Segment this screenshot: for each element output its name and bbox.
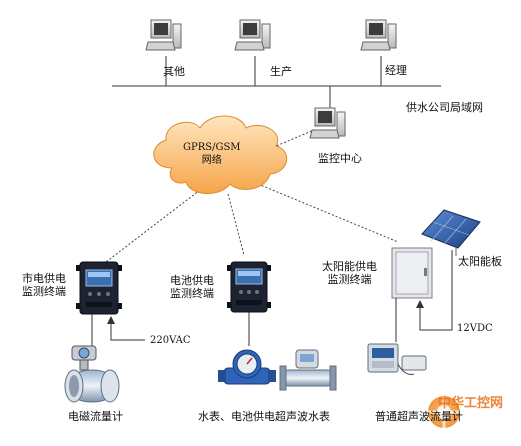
computer-icon-other [145, 19, 182, 51]
cloud-label-line1: GPRS/GSM [183, 142, 241, 153]
mains-power-arrow [107, 316, 115, 324]
battery-terminal-label: 电池供电 监测终端 [170, 274, 214, 300]
watermark-logo [428, 396, 460, 428]
computer-icon-manager [360, 19, 397, 51]
solar-terminal-label-line2: 监测终端 [327, 273, 372, 286]
ultrasonic-water-meter-icon [279, 349, 337, 391]
computer-icon-production [234, 19, 271, 51]
solar-terminal-label-line1: 太阳能供电 [322, 260, 377, 273]
water-meter-icon [218, 349, 276, 385]
solar-terminal-cabinet [391, 247, 433, 299]
battery-terminal-label-line1: 电池供电 [170, 274, 214, 287]
battery-terminal-device [227, 261, 271, 313]
solar-voltage-label: 12VDC [457, 323, 493, 334]
lan-label: 供水公司局域网 [406, 101, 483, 114]
mains-terminal-label-line2: 监测终端 [22, 285, 66, 298]
mains-terminal-label-line1: 市电供电 [22, 272, 66, 285]
solar-power-arrow [416, 300, 424, 308]
computer-label-other: 其他 [163, 65, 185, 78]
computer-label-manager: 经理 [385, 64, 407, 77]
solar-terminal-label: 太阳能供电 监测终端 [322, 260, 377, 286]
ultrasonic-flowmeter-label: 普通超声波流量计 [375, 410, 463, 423]
battery-terminal-label-line2: 监测终端 [170, 287, 214, 300]
solar-power-line [419, 250, 453, 331]
mains-terminal-label: 市电供电 监测终端 [22, 272, 66, 298]
cloud-label-line2: 网络 [201, 155, 222, 166]
solar-panel-label: 太阳能板 [458, 255, 502, 268]
solar-panel-icon [421, 209, 481, 256]
mains-voltage-label: 220VAC [150, 335, 191, 346]
mains-power-line [110, 322, 145, 341]
gprs-gsm-cloud [153, 115, 287, 194]
computer-label-production: 生产 [270, 65, 292, 78]
mains-terminal-device [76, 261, 122, 315]
electromagnetic-flowmeter-label: 电磁流量计 [68, 410, 123, 423]
ultrasonic-flowmeter-icon [367, 343, 427, 375]
electromagnetic-flowmeter-icon [64, 345, 120, 403]
monitor-center-label: 监控中心 [318, 152, 362, 165]
computer-icon-monitor-center [309, 107, 346, 139]
cloud-label: GPRS/GSM 网络 [183, 141, 241, 167]
watermark-brand: 中华工控网 [438, 396, 504, 411]
water-meter-label: 水表、电池供电超声波水表 [198, 410, 330, 423]
